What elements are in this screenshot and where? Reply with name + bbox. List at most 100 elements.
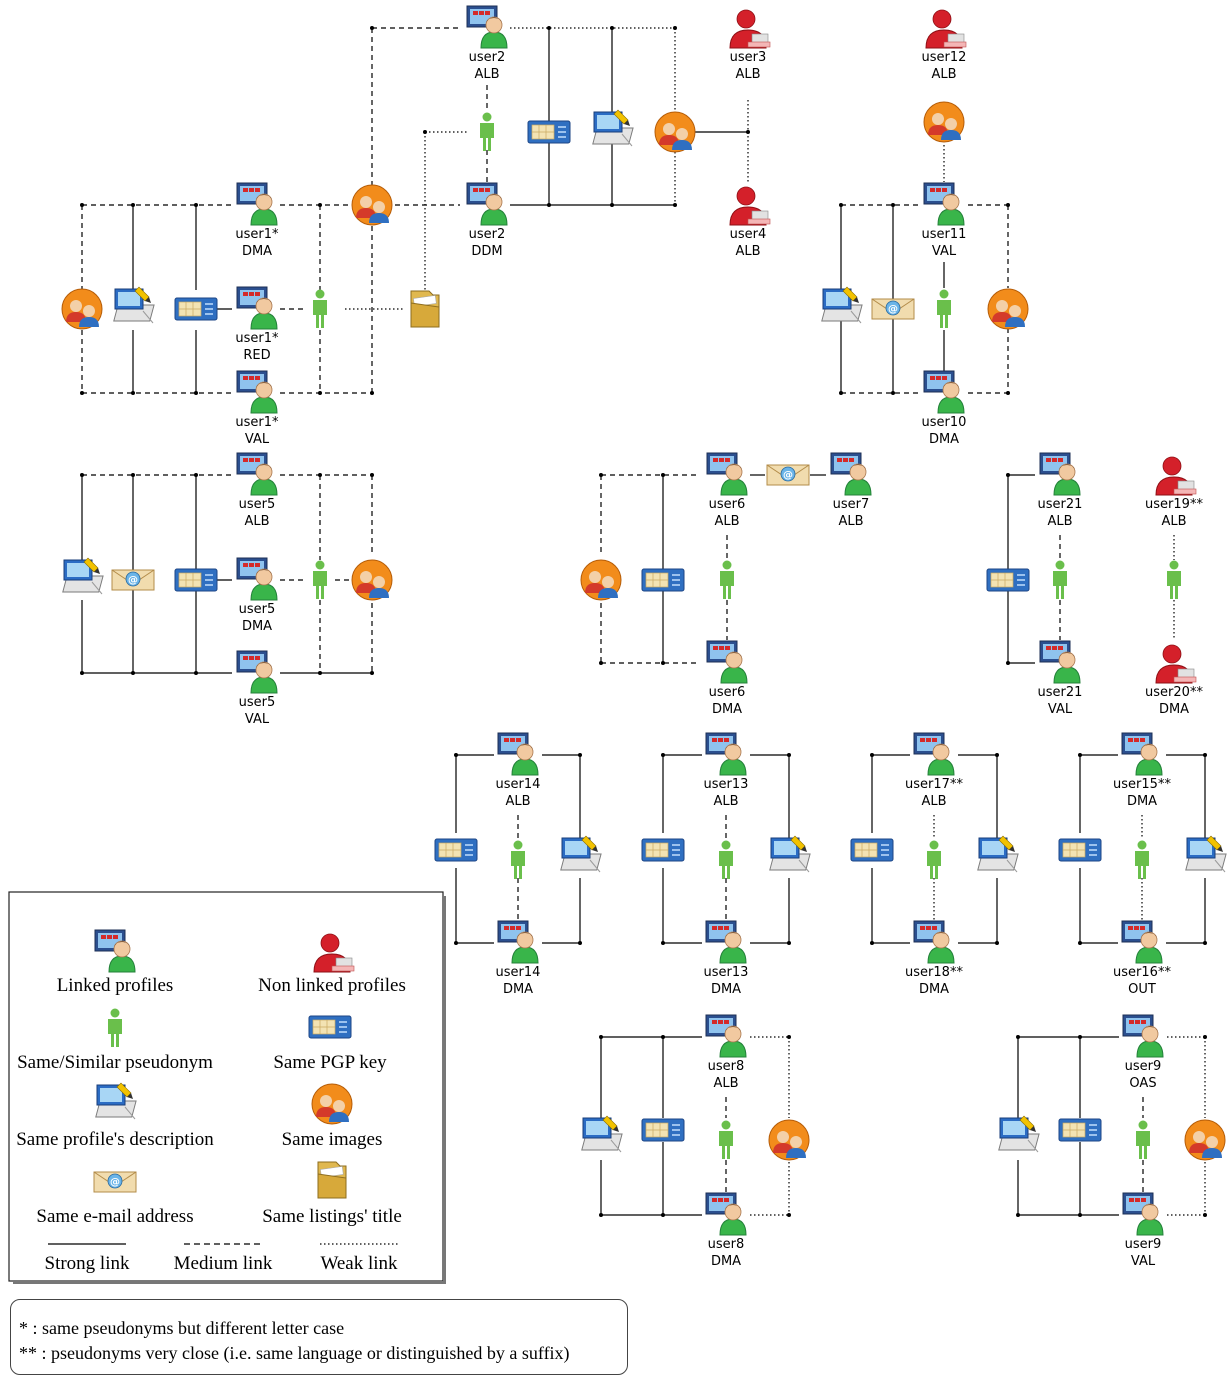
profile-market-label: DMA [711,1254,741,1269]
legend-email-label: Same e-mail address [36,1206,193,1227]
nonlinked-profile-icon [729,186,771,226]
profile-market-label: VAL [245,432,270,447]
edge-junction [1078,1213,1082,1217]
images-icon [768,1119,810,1161]
profile-name-label: user11 [922,227,967,242]
listing-title-folder-icon [410,290,440,328]
edge-junction [1006,391,1010,395]
linked-profile-icon [830,452,872,496]
edge-junction [661,1035,665,1039]
linked-profile-icon [236,370,278,414]
edge-junction [891,391,895,395]
edge-junction [370,473,374,477]
images-icon [351,184,393,226]
description-icon [821,286,863,324]
description-icon [581,1115,623,1153]
linked-profile-icon [1121,920,1163,964]
linked-profile-icon [913,732,955,776]
edge-junction [131,671,135,675]
profile-name-label: user16** [1113,965,1171,980]
profile-name-label: user4 [730,227,767,242]
profile-market-label: RED [243,348,270,363]
linked-profile-icon [466,182,508,226]
pseudonym-icon [313,289,327,328]
profile-market-label: ALB [735,244,760,259]
description-icon [62,557,104,595]
edge-junction [547,26,551,30]
profile-name-label: user1* [235,415,279,430]
profile-name-label: user21 [1038,685,1083,700]
profile-name-label: user2 [469,50,506,65]
linked-profile-icon [236,557,278,601]
edge-junction [454,941,458,945]
profile-name-label: user5 [239,602,276,617]
pseudonym-icon [927,840,941,879]
email-icon [871,298,915,320]
edge-junction [131,391,135,395]
edge-junction [80,671,84,675]
profile-name-label: user1* [235,331,279,346]
edge-junction [891,203,895,207]
profile-name-label: user8 [708,1237,745,1252]
linked-profile-icon [913,920,955,964]
profile-name-label: user20** [1145,685,1203,700]
legend-pgp-key-label: Same PGP key [273,1052,387,1073]
linked-profile-icon [466,5,508,49]
description-icon [769,835,811,873]
edge-junction [1203,753,1207,757]
edge-junction [661,1213,665,1217]
footnote-single-star: * : same pseudonyms but different letter… [19,1318,345,1338]
edge-junction [995,753,999,757]
linked-profile-icon [1122,1014,1164,1058]
profile-name-label: user12 [922,50,967,65]
edge-junction [80,473,84,477]
profile-name-label: user13 [704,777,749,792]
edge-junction [839,391,843,395]
edge-junction [370,671,374,675]
pgp-key-icon [641,838,685,862]
pseudonym-icon [937,289,951,328]
edge-junction [131,473,135,477]
nonlinked-profile-icon [1155,456,1197,496]
edge-junction [194,473,198,477]
edge-junction [787,1035,791,1039]
pseudonym-icon [1167,560,1181,599]
profile-name-label: user19** [1145,497,1203,512]
profile-market-label: VAL [1048,702,1073,717]
pseudonym-icon [313,560,327,599]
profile-name-label: user2 [469,227,506,242]
edge-junction [578,753,582,757]
pgp-key-icon [641,1118,685,1142]
linked-profile-icon [236,452,278,496]
profile-name-label: user5 [239,497,276,512]
edge-junction [423,130,427,134]
edge-junction [578,941,582,945]
pgp-key-icon [434,838,478,862]
pseudonym-icon [719,840,733,879]
footnote-double-star: ** : pseudonyms very close (i.e. same la… [19,1343,570,1363]
nonlinked-profile-icon [729,9,771,49]
legend-strong-label: Strong link [45,1253,130,1274]
pseudonym-icon [1136,1120,1150,1159]
legend-images-icon [311,1083,353,1125]
linked-profile-icon [1122,1192,1164,1236]
edge-junction [661,753,665,757]
edge-junction [370,26,374,30]
legend-linked-profiles-label: Linked profiles [57,975,174,996]
edge-junction [673,26,677,30]
legend: Linked profiles Non linked profiles Same… [8,891,446,1284]
profile-market-label: VAL [245,712,270,727]
pseudonym-icon [1135,840,1149,879]
description-icon [977,835,1019,873]
profile-market-label: OAS [1129,1076,1156,1091]
edge-junction [318,671,322,675]
pseudonym-icon [719,1120,733,1159]
profile-market-label: ALB [921,794,946,809]
images-icon [923,101,965,143]
profile-market-label: ALB [735,67,760,82]
linked-profile-icon [497,732,539,776]
legend-medium-label: Medium link [174,1253,273,1274]
linked-profile-icon [706,452,748,496]
linked-profile-icon [236,286,278,330]
